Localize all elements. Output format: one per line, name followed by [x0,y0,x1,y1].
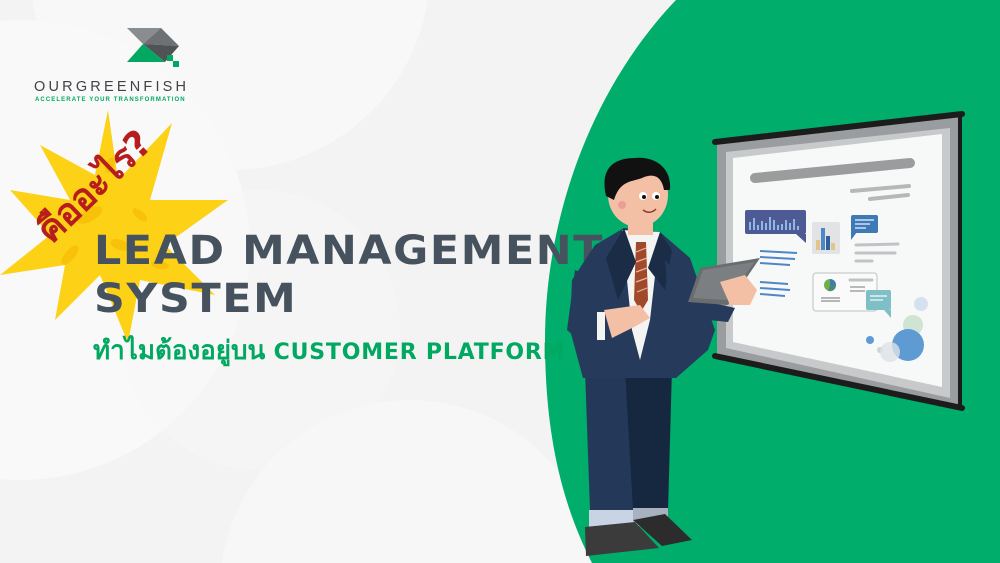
brand-name: OURGREENFISH [34,79,190,95]
subtitle-english: CUSTOMER PLATFORM [273,340,566,365]
subtitle-thai: ทำไมต้องอยู่บน [93,336,266,366]
starburst-icon [0,110,228,343]
title-line-2: SYSTEM [94,276,298,322]
subtitle: ทำไมต้องอยู่บน CUSTOMER PLATFORM [93,330,565,371]
brand-tagline: ACCELERATE YOUR TRANSFORMATION [35,97,186,103]
title-line-1: LEAD MANAGEMENT [94,228,605,274]
logo-mark [127,28,179,67]
projector-screen [712,111,965,411]
presenter [567,157,760,556]
